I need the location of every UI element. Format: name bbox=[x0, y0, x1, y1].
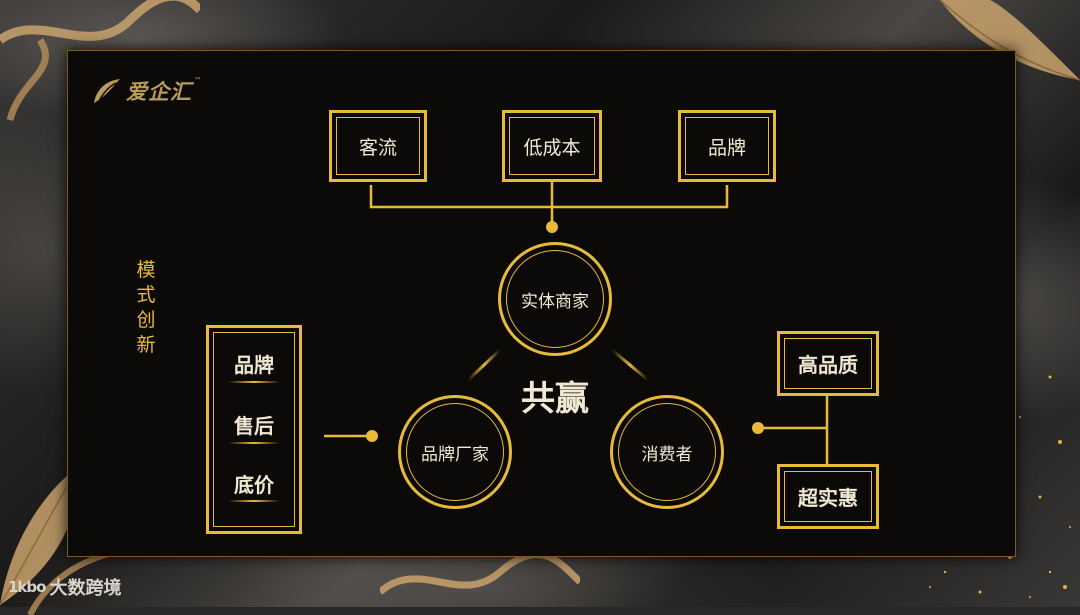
top-bracket-dot bbox=[546, 221, 558, 233]
right-connector-dot bbox=[752, 422, 764, 434]
right-box-2: 超实惠 bbox=[777, 464, 879, 529]
top-box-2: 低成本 bbox=[502, 110, 602, 182]
left-connector-dot bbox=[366, 430, 378, 442]
watermark-logo: 1kbo bbox=[8, 578, 45, 596]
left-stack-item-3: 底价 bbox=[213, 469, 295, 498]
circle-merchant: 实体商家 bbox=[498, 242, 612, 356]
top-box-2-label: 低成本 bbox=[523, 133, 580, 160]
left-stack-divider-2 bbox=[228, 442, 280, 444]
circle-consumer-label: 消费者 bbox=[642, 440, 693, 465]
right-box-1: 高品质 bbox=[777, 331, 879, 396]
side-vertical-label: 模式创新 bbox=[133, 258, 159, 358]
spoke-top-right bbox=[612, 350, 648, 380]
spoke-top-left bbox=[468, 350, 500, 380]
circle-merchant-label: 实体商家 bbox=[521, 287, 589, 312]
top-bracket-line bbox=[371, 185, 727, 207]
watermark: 1kbo 大数跨境 bbox=[8, 574, 121, 600]
left-stack-item-1: 品牌 bbox=[213, 349, 295, 378]
circle-manufacturer: 品牌厂家 bbox=[398, 395, 512, 509]
left-stack-divider-3 bbox=[228, 500, 280, 502]
right-box-2-label: 超实惠 bbox=[798, 482, 858, 511]
top-box-3-label: 品牌 bbox=[708, 133, 746, 160]
circle-manufacturer-label: 品牌厂家 bbox=[421, 440, 489, 465]
center-win-win-label: 共赢 bbox=[508, 371, 602, 420]
left-stack-item-2: 售后 bbox=[213, 410, 295, 439]
top-box-1: 客流 bbox=[329, 110, 427, 182]
left-stack-divider-1 bbox=[228, 381, 280, 383]
watermark-text: 大数跨境 bbox=[49, 574, 121, 600]
top-box-3: 品牌 bbox=[678, 110, 776, 182]
circle-consumer: 消费者 bbox=[610, 395, 724, 509]
top-box-1-label: 客流 bbox=[359, 133, 397, 160]
right-box-1-label: 高品质 bbox=[798, 349, 858, 378]
right-bracket-line bbox=[758, 396, 827, 464]
